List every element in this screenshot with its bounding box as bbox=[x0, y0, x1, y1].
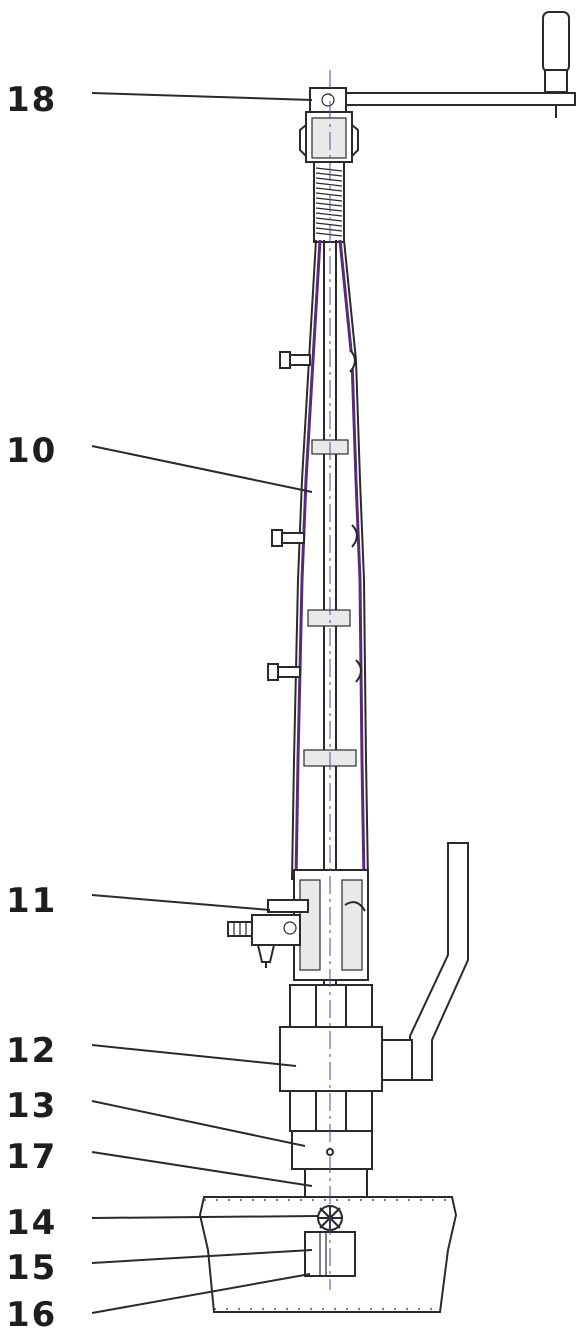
spring bbox=[313, 161, 345, 243]
callout-17: 17 bbox=[6, 1137, 57, 1177]
stem bbox=[304, 1168, 368, 1198]
leader-17 bbox=[91, 1151, 313, 1187]
spring-coil bbox=[315, 172, 343, 177]
spring-coil bbox=[315, 192, 343, 197]
callout-11: 11 bbox=[6, 881, 57, 921]
spring-coil bbox=[315, 227, 343, 232]
spring-coil bbox=[315, 177, 343, 182]
callout-16: 16 bbox=[6, 1295, 57, 1331]
leader-12 bbox=[91, 1044, 297, 1067]
crank-handle bbox=[309, 11, 576, 118]
valve-body bbox=[279, 984, 383, 1132]
leader-lines bbox=[91, 92, 319, 1314]
spring-coil bbox=[315, 207, 343, 212]
ring-collar bbox=[291, 1130, 373, 1170]
side-bolt-assembly bbox=[227, 899, 309, 968]
spring-coil bbox=[315, 212, 343, 217]
callout-13: 13 bbox=[6, 1086, 57, 1126]
spring-coil bbox=[315, 167, 343, 172]
callout-18: 18 bbox=[6, 80, 57, 120]
clamp-bolt-3 bbox=[267, 663, 301, 681]
spring-coil bbox=[315, 187, 343, 192]
callout-14: 14 bbox=[6, 1203, 57, 1243]
spring-coil bbox=[315, 197, 343, 202]
top-coupling bbox=[299, 111, 359, 163]
clamp-bolt-2 bbox=[271, 529, 305, 547]
spring-coil bbox=[315, 202, 343, 207]
lower-housing bbox=[293, 869, 369, 981]
spring-coil bbox=[315, 217, 343, 222]
callout-10: 10 bbox=[6, 431, 57, 471]
leader-10 bbox=[91, 445, 313, 493]
spring-coil bbox=[315, 182, 343, 187]
callout-15: 15 bbox=[6, 1248, 57, 1288]
spring-coil bbox=[315, 232, 343, 237]
leader-16 bbox=[91, 1273, 311, 1314]
leader-13 bbox=[91, 1100, 306, 1147]
valve-lever bbox=[379, 842, 469, 1081]
leader-14 bbox=[91, 1215, 319, 1219]
clamp-bolt-1 bbox=[279, 351, 311, 369]
spring-coil bbox=[315, 222, 343, 227]
telescopic-tube bbox=[291, 239, 369, 985]
leader-18 bbox=[91, 92, 313, 101]
leader-15 bbox=[91, 1249, 313, 1264]
callout-12: 12 bbox=[6, 1031, 57, 1071]
leader-11 bbox=[91, 894, 271, 911]
